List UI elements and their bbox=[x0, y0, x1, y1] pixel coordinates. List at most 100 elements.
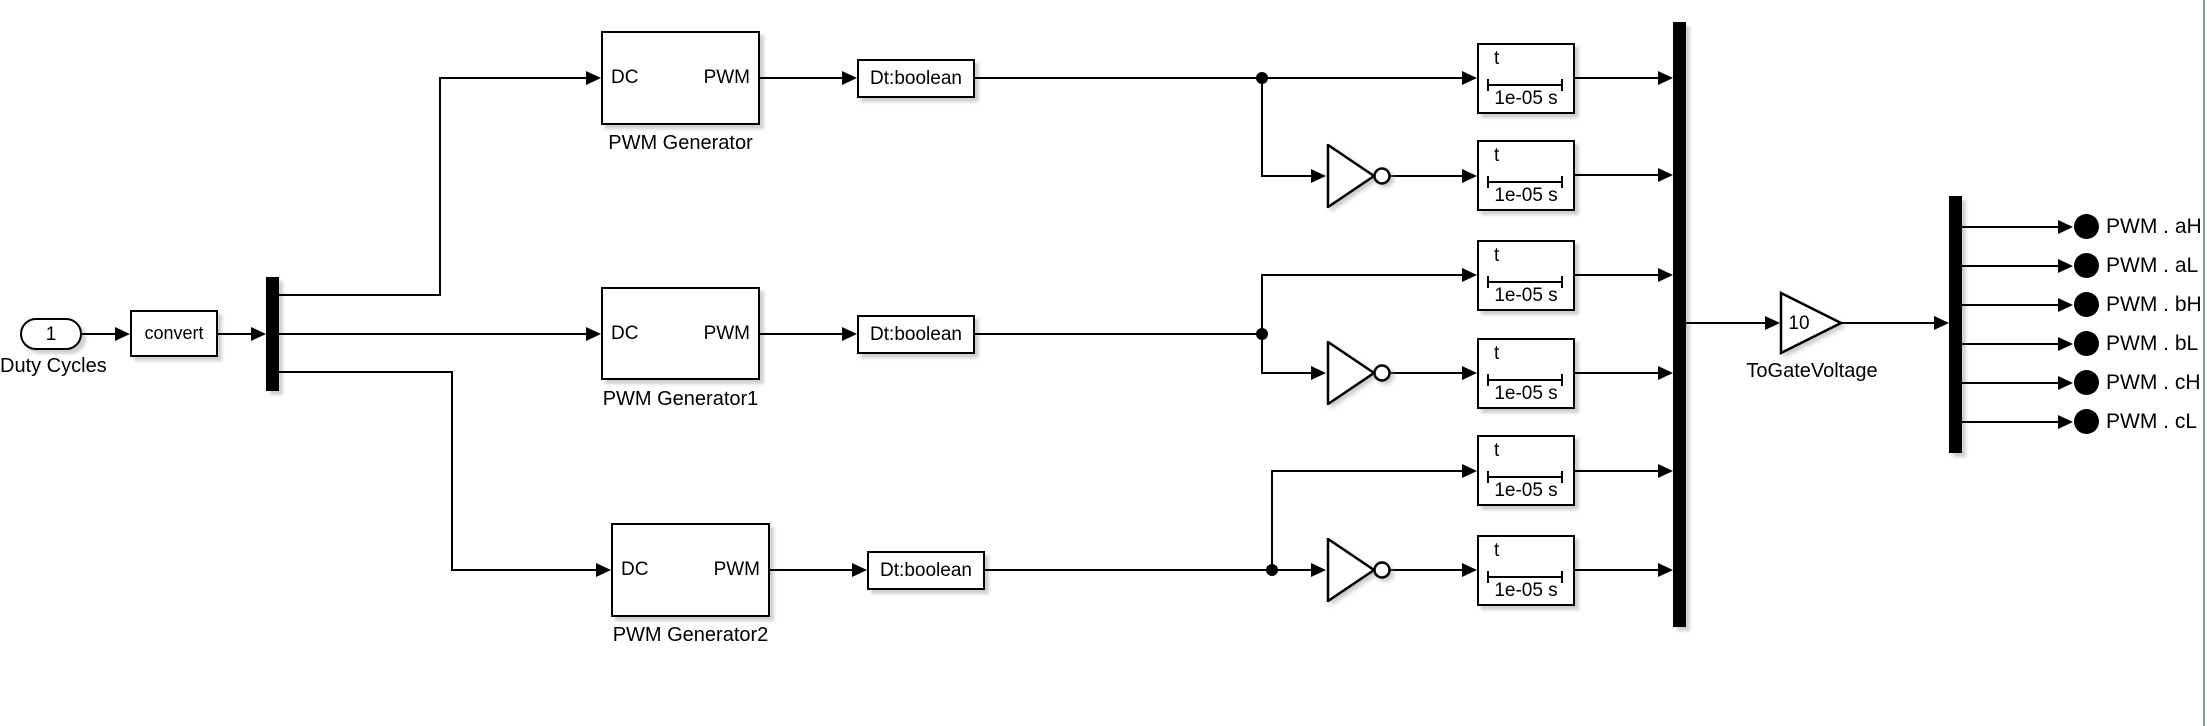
gain-block[interactable] bbox=[1779, 291, 1843, 355]
out-bus-element-port[interactable] bbox=[2074, 370, 2099, 395]
dtboolean2-block[interactable]: Dt:boolean bbox=[867, 551, 985, 590]
wire[interactable] bbox=[1271, 470, 1462, 472]
transport-delay-block[interactable]: t 1e-05 s bbox=[1477, 43, 1575, 114]
out-bus-element-port[interactable] bbox=[2074, 214, 2099, 239]
wire[interactable] bbox=[1390, 569, 1462, 571]
wire-arrowhead-icon bbox=[2058, 415, 2073, 429]
not-gate[interactable] bbox=[1326, 144, 1396, 208]
wire[interactable] bbox=[760, 77, 842, 79]
wire-arrowhead-icon bbox=[1462, 71, 1477, 85]
wire[interactable] bbox=[278, 371, 453, 373]
wire[interactable] bbox=[760, 333, 842, 335]
wire-arrowhead-icon bbox=[1462, 366, 1477, 380]
out-bus-element-port[interactable] bbox=[2074, 409, 2099, 434]
wire[interactable] bbox=[1261, 77, 1263, 177]
wire[interactable] bbox=[439, 77, 441, 296]
output-label[interactable]: PWM . aL bbox=[2106, 254, 2199, 277]
wire[interactable] bbox=[975, 77, 1462, 79]
wire-arrowhead-icon bbox=[1765, 316, 1780, 330]
inport-block[interactable]: 1 bbox=[20, 318, 82, 350]
wire[interactable] bbox=[218, 333, 251, 335]
not-gate[interactable] bbox=[1326, 538, 1396, 602]
wire[interactable] bbox=[1841, 322, 1934, 324]
wire[interactable] bbox=[1261, 175, 1311, 177]
wire[interactable] bbox=[1261, 274, 1462, 276]
not-gate[interactable] bbox=[1326, 341, 1396, 405]
wire[interactable] bbox=[439, 77, 586, 79]
wire-arrowhead-icon bbox=[586, 327, 601, 341]
wire[interactable] bbox=[1962, 382, 2058, 384]
wire[interactable] bbox=[1575, 372, 1658, 374]
output-label[interactable]: PWM . cL bbox=[2106, 410, 2198, 433]
wire[interactable] bbox=[278, 294, 441, 296]
transport-delay-block[interactable]: t 1e-05 s bbox=[1477, 338, 1575, 409]
port-label-pwm: PWM bbox=[703, 67, 750, 88]
output-label[interactable]: PWM . bH bbox=[2106, 293, 2202, 316]
dtboolean1-block[interactable]: Dt:boolean bbox=[857, 315, 975, 354]
wire[interactable] bbox=[1962, 226, 2058, 228]
output-label[interactable]: PWM . bL bbox=[2106, 332, 2199, 355]
dtboolean-label: Dt:boolean bbox=[880, 560, 972, 581]
port-label-pwm: PWM bbox=[713, 559, 760, 580]
pwm-generator1-block[interactable]: DC PWM bbox=[601, 287, 760, 380]
wire[interactable] bbox=[1575, 174, 1658, 176]
pwm-generator-name[interactable]: PWM Generator bbox=[608, 132, 753, 154]
wire[interactable] bbox=[1686, 322, 1765, 324]
wire[interactable] bbox=[1575, 274, 1658, 276]
wire[interactable] bbox=[1390, 175, 1462, 177]
wire[interactable] bbox=[1390, 372, 1462, 374]
wire-arrowhead-icon bbox=[842, 327, 857, 341]
wire[interactable] bbox=[278, 333, 586, 335]
pwm-generator1-name[interactable]: PWM Generator1 bbox=[602, 388, 759, 410]
pwm-generator2-name[interactable]: PWM Generator2 bbox=[612, 624, 769, 646]
delay-tick-icon bbox=[1487, 374, 1489, 386]
delay-tick-icon bbox=[1487, 176, 1489, 188]
wire[interactable] bbox=[82, 333, 116, 335]
wire-arrowhead-icon bbox=[1311, 366, 1326, 380]
delay-line-icon bbox=[1487, 379, 1563, 381]
gain-name[interactable]: ToGateVoltage bbox=[1746, 360, 1878, 382]
transport-delay-block[interactable]: t 1e-05 s bbox=[1477, 240, 1575, 311]
demux-bar[interactable] bbox=[266, 277, 279, 391]
wire[interactable] bbox=[1962, 343, 2058, 345]
wire[interactable] bbox=[975, 333, 1262, 335]
gain-triangle-icon bbox=[1779, 291, 1843, 355]
wire[interactable] bbox=[1962, 265, 2058, 267]
output-label[interactable]: PWM . aH bbox=[2106, 215, 2202, 238]
wire[interactable] bbox=[1261, 274, 1263, 374]
delay-value: 1e-05 s bbox=[1494, 580, 1558, 601]
pwm-generator-block[interactable]: DC PWM bbox=[601, 31, 760, 125]
delay-value: 1e-05 s bbox=[1494, 88, 1558, 109]
out-bus-element-port[interactable] bbox=[2074, 331, 2099, 356]
wire-arrowhead-icon bbox=[1658, 366, 1673, 380]
output-label[interactable]: PWM . cH bbox=[2106, 371, 2201, 394]
wire[interactable] bbox=[1575, 77, 1658, 79]
out-bus-element-port[interactable] bbox=[2074, 253, 2099, 278]
bus-split-bar[interactable] bbox=[1949, 196, 1962, 453]
delay-tick-icon bbox=[1561, 176, 1563, 188]
pwm-generator2-block[interactable]: DC PWM bbox=[611, 523, 770, 617]
convert-block[interactable]: convert bbox=[130, 310, 218, 357]
transport-delay-block[interactable]: t 1e-05 s bbox=[1477, 140, 1575, 211]
mux-bar[interactable] bbox=[1673, 22, 1686, 627]
wire-arrowhead-icon bbox=[2058, 220, 2073, 234]
wire[interactable] bbox=[985, 569, 1311, 571]
transport-delay-block[interactable]: t 1e-05 s bbox=[1477, 435, 1575, 506]
port-label-pwm: PWM bbox=[703, 322, 750, 344]
not-gate-bubble-icon bbox=[1373, 561, 1391, 579]
wire[interactable] bbox=[1962, 421, 2058, 423]
wire[interactable] bbox=[770, 569, 852, 571]
wire[interactable] bbox=[1962, 304, 2058, 306]
inport-label[interactable]: Duty Cycles bbox=[0, 355, 107, 377]
dtboolean-label: Dt:boolean bbox=[870, 324, 962, 345]
wire[interactable] bbox=[1261, 372, 1311, 374]
wire[interactable] bbox=[451, 569, 596, 571]
wire[interactable] bbox=[1271, 470, 1273, 570]
dtboolean-block[interactable]: Dt:boolean bbox=[857, 59, 975, 98]
wire[interactable] bbox=[1575, 470, 1658, 472]
wire[interactable] bbox=[1575, 569, 1658, 571]
transport-delay-block[interactable]: t 1e-05 s bbox=[1477, 535, 1575, 606]
wire[interactable] bbox=[451, 371, 453, 571]
out-bus-element-port[interactable] bbox=[2074, 292, 2099, 317]
wire-arrowhead-icon bbox=[1934, 316, 1949, 330]
